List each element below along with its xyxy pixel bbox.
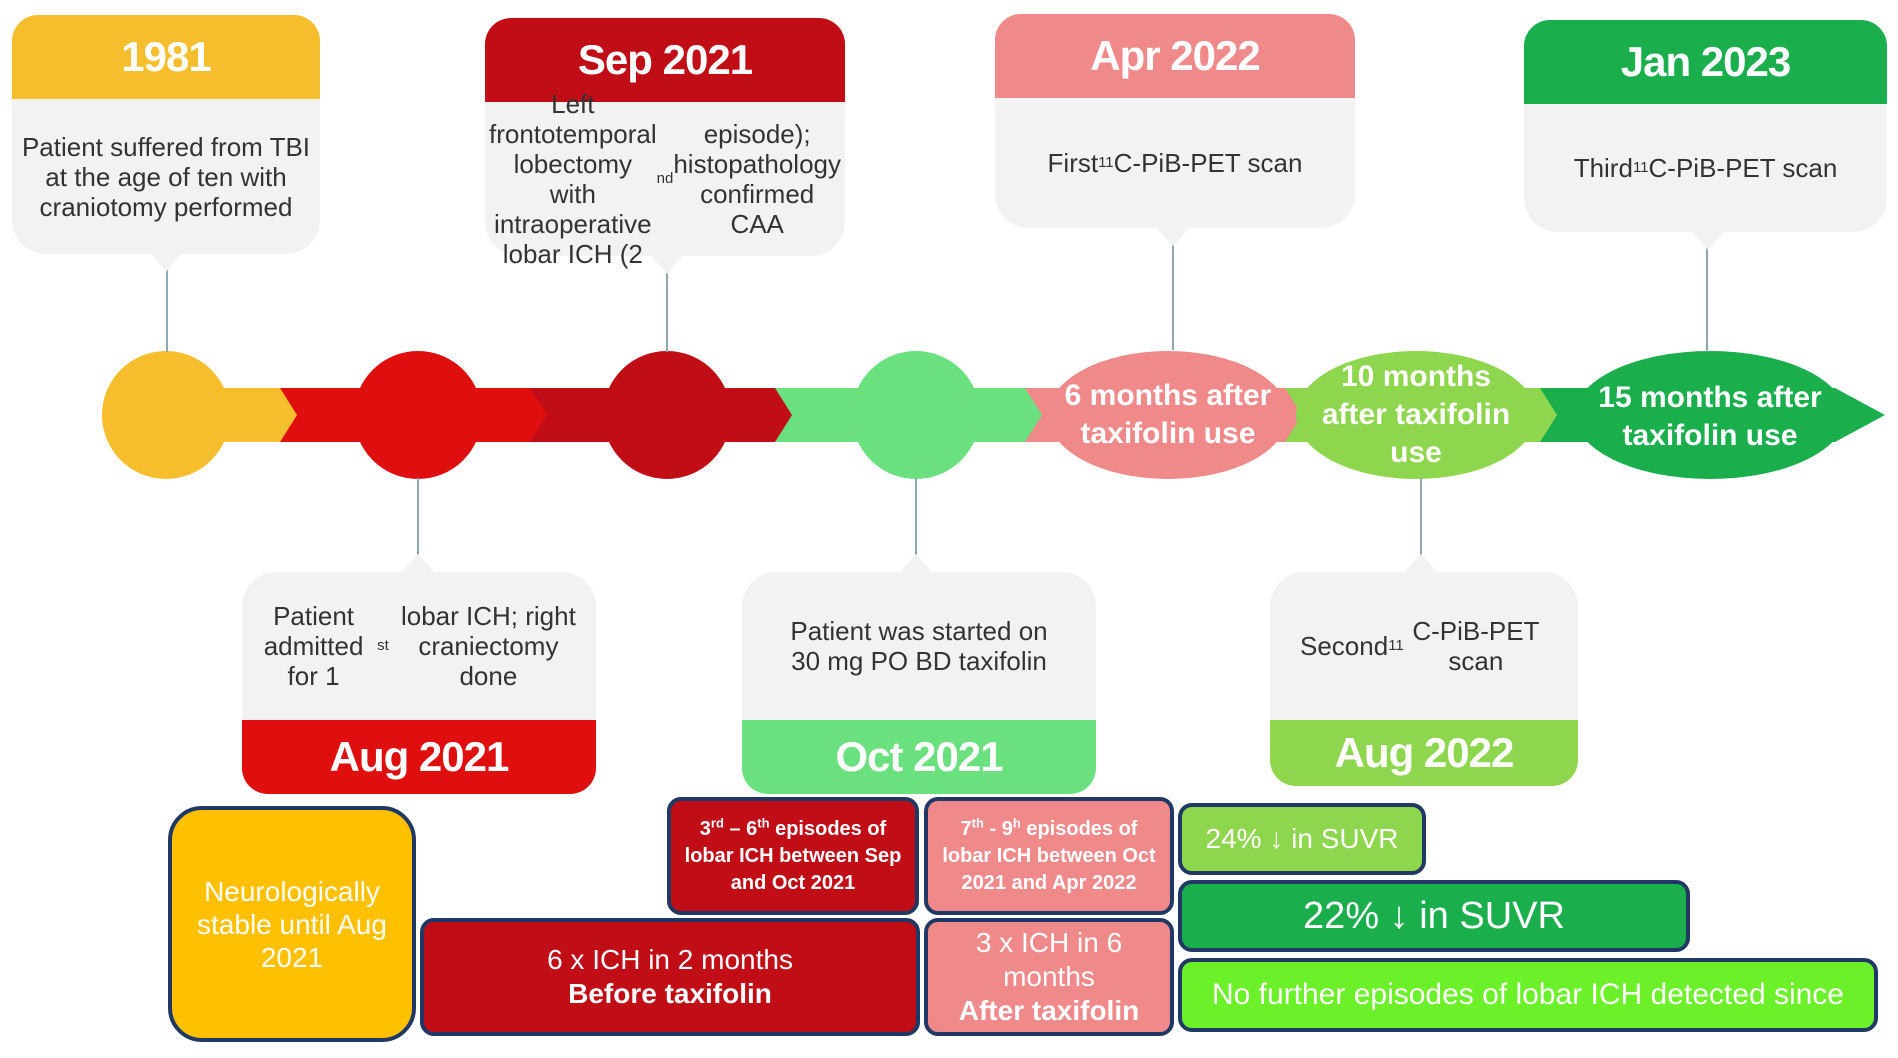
timeline-node-aug-2022 [1296,351,1536,479]
stem-1981 [166,270,168,352]
episodes-3-6-text: 3rd – 6th episodes of lobar ICH between … [684,814,902,894]
before-taxifolin-box: 6 x ICH in 2 months Before taxifolin [420,918,920,1036]
date-header-1981: 1981 [12,15,320,99]
stem-aug-2021 [417,478,419,555]
node-label-15-months: 15 months after taxifolin use [1598,381,1822,452]
stem-jan-2023 [1706,248,1708,352]
suvr-22-box: 22% ↓ in SUVR [1178,880,1690,952]
timeline-node-sep-2021 [603,351,731,479]
after-label-text: After taxifolin [958,995,1140,1026]
timeline-node-apr-2022 [1048,351,1288,479]
pointer-apr-2022 [1155,226,1191,246]
timeline-node-1981 [102,351,230,479]
suvr-22-text: 22% ↓ in SUVR [1303,894,1565,937]
pointer-jan-2023 [1690,230,1726,250]
pointer-oct-2021 [898,554,934,574]
pointer-aug-2021 [400,554,436,574]
timeline-node-oct-2021 [852,351,980,479]
date-header-aug-2022: Aug 2022 [1270,720,1578,786]
date-header-jan-2023: Jan 2023 [1524,20,1887,104]
event-card-oct-2021: Patient was started on 30 mg PO BD taxif… [742,572,1096,720]
stem-oct-2021 [915,478,917,555]
after-count-text: 3 x ICH in 6 months [975,927,1123,992]
pointer-1981 [150,252,182,272]
stem-aug-2022 [1420,478,1422,555]
pointer-aug-2022 [1403,554,1439,574]
no-further-episodes-box: No further episodes of lobar ICH detecte… [1178,958,1878,1032]
after-taxifolin-box: 3 x ICH in 6 months After taxifolin [924,918,1174,1036]
event-card-sep-2021: Left frontotemporal lobectomy with intra… [485,89,845,269]
episodes-7-9-text: 7th - 9h episodes of lobar ICH between O… [942,814,1156,894]
suvr-24-text: 24% ↓ in SUVR [1205,823,1399,854]
node-label-6-months: 6 months after taxifolin use [1064,379,1272,450]
neuro-stable-box: Neurologically stable until Aug 2021 [168,806,416,1042]
date-header-sep-2021: Sep 2021 [485,18,845,102]
episodes-3-6-box: 3rd – 6th episodes of lobar ICH between … [667,797,919,915]
stem-sep-2021 [666,272,668,352]
no-further-text: No further episodes of lobar ICH detecte… [1211,978,1844,1011]
timeline-node-aug-2021 [354,351,482,479]
episodes-7-9-box: 7th - 9h episodes of lobar ICH between O… [924,797,1174,915]
before-label-text: Before taxifolin [568,978,772,1009]
date-header-oct-2021: Oct 2021 [742,720,1096,794]
stem-apr-2022 [1172,245,1174,350]
event-card-1981: Patient suffered from TBI at the age of … [12,99,320,254]
date-header-aug-2021: Aug 2021 [242,720,596,794]
node-label-10-months: 10 months after taxifolin use [1321,360,1511,469]
timeline-node-jan-2023 [1575,351,1845,479]
date-header-apr-2022: Apr 2022 [995,14,1355,98]
suvr-24-box: 24% ↓ in SUVR [1178,803,1426,875]
before-count-text: 6 x ICH in 2 months [547,944,793,975]
pointer-sep-2021 [650,254,684,274]
neuro-stable-text: Neurologically stable until Aug 2021 [197,875,387,973]
